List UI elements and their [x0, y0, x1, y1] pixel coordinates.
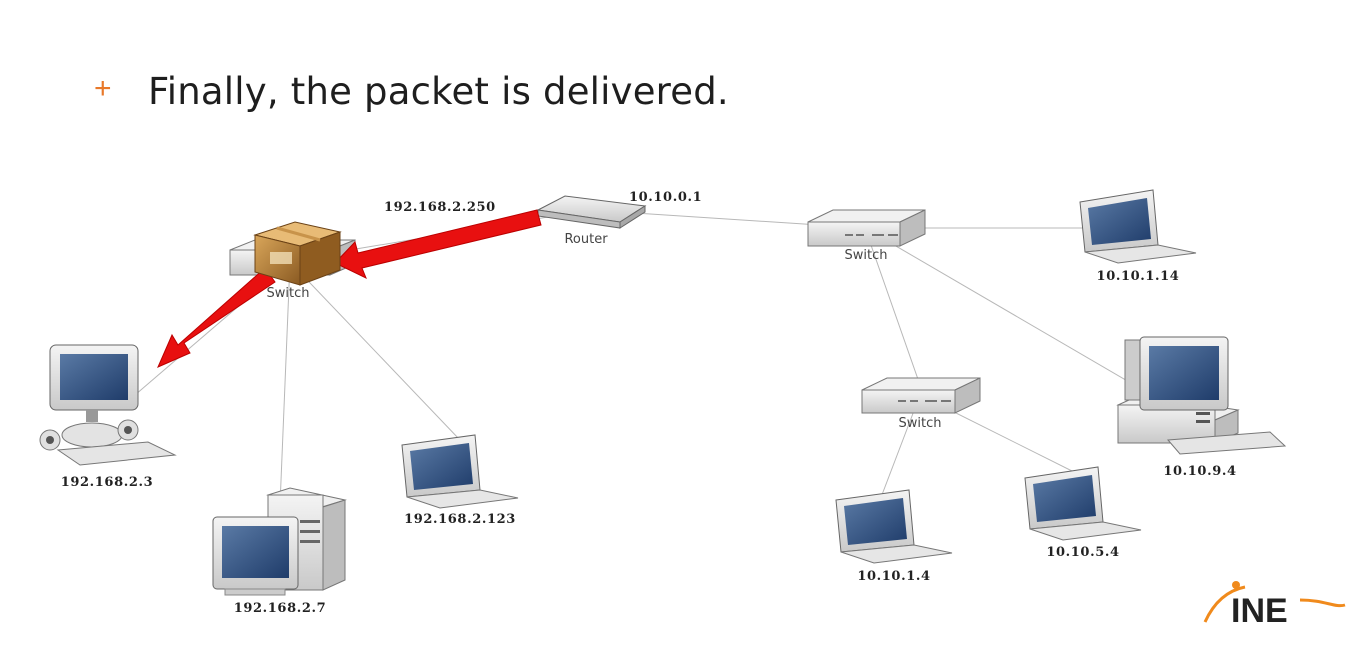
router-ip-right: 10.10.0.1: [629, 190, 702, 205]
host-laptop-left-ip: 192.168.2.123: [404, 512, 516, 527]
desktop-tower-icon: 192.168.2.7: [212, 487, 347, 616]
arrow-switch-to-host: [157, 267, 276, 368]
switch-right-mid-icon: Switch: [861, 377, 981, 431]
host-laptop-104-ip: 10.10.1.4: [857, 569, 930, 584]
switch-left-label: Switch: [267, 286, 310, 301]
bullet-plus: +: [94, 72, 112, 105]
laptop-10-10-1-4-icon: 10.10.1.4: [835, 489, 953, 584]
laptop-top-right-icon: 10.10.1.14: [1079, 189, 1197, 284]
server-desktop-icon: 10.10.9.4: [1116, 336, 1287, 479]
desktop-camera-icon: 192.168.2.3: [39, 344, 177, 490]
host-tower-ip: 192.168.2.7: [234, 601, 327, 616]
host-laptop-top-right-ip: 10.10.1.14: [1097, 269, 1180, 284]
arrow-router-to-switch: [334, 209, 542, 280]
router-label: Router: [564, 232, 608, 247]
slide-headline: Finally, the packet is delivered.: [148, 70, 729, 113]
laptop-10-10-5-4-icon: 10.10.5.4: [1024, 466, 1142, 560]
switch-right-top-icon: Switch: [807, 209, 926, 263]
router-ip-left: 192.168.2.250: [384, 200, 496, 215]
host-laptop-1054-ip: 10.10.5.4: [1046, 545, 1119, 560]
ine-logo: INE: [1203, 581, 1346, 630]
ine-logo-text: INE: [1231, 592, 1288, 630]
laptop-left-icon: 192.168.2.123: [401, 434, 519, 527]
router-icon: Router: [536, 195, 647, 247]
switch-right-mid-label: Switch: [899, 416, 942, 431]
switch-right-top-label: Switch: [845, 248, 888, 263]
packet-path-arrows: [157, 209, 542, 368]
host-server-ip: 10.10.9.4: [1163, 464, 1236, 479]
packet-box-icon: [253, 221, 342, 286]
host-desktop-cam-ip: 192.168.2.3: [61, 475, 154, 490]
